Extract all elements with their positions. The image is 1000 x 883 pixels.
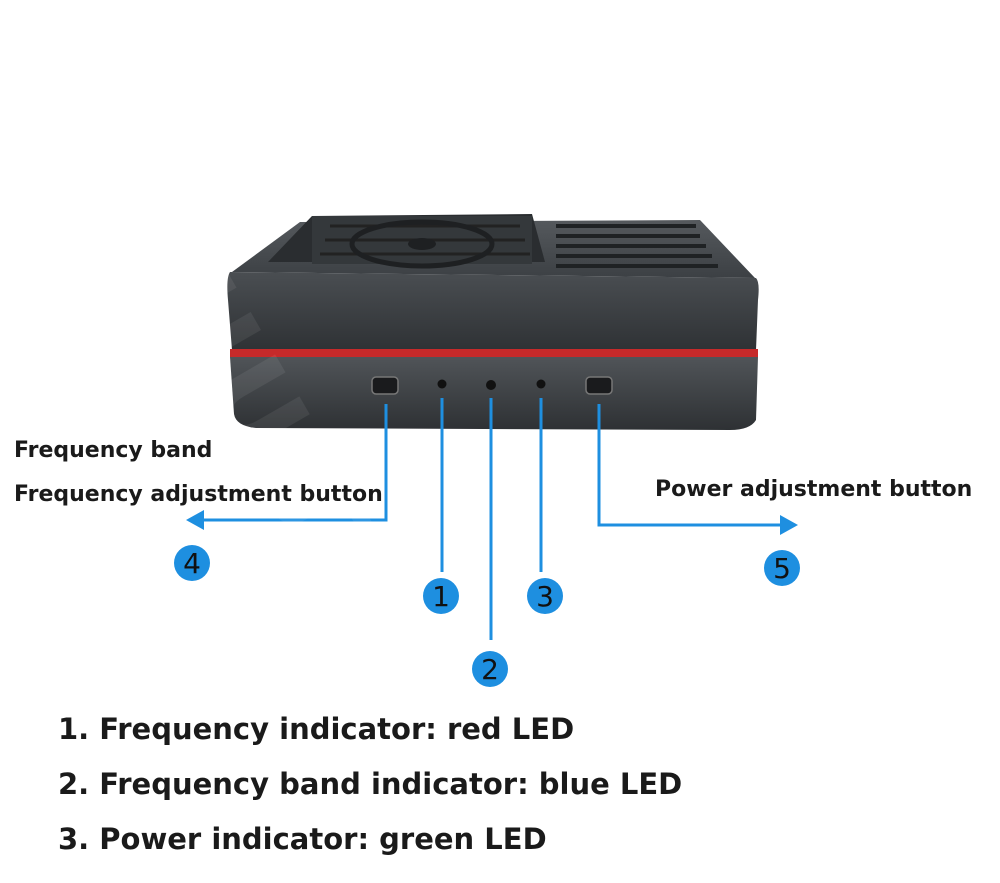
badge-5: 5: [764, 550, 800, 586]
fan-grille: [268, 214, 545, 269]
arrow-head-4: [186, 510, 204, 530]
badge-1: 1: [423, 578, 459, 614]
led-2: [486, 380, 496, 390]
case-upper-front: [227, 272, 759, 350]
red-stripe: [230, 349, 758, 357]
vent-slots: [556, 224, 718, 268]
badge-4: 4: [174, 545, 210, 581]
case-lower-front: [230, 357, 758, 430]
leader-line-4: [196, 404, 388, 522]
badge-3: 3: [527, 578, 563, 614]
arrow-head-5: [780, 515, 798, 535]
label-power-adjustment: Power adjustment button: [655, 477, 973, 502]
label-frequency-adjustment: Frequency adjustment button: [14, 482, 383, 507]
legend-item-2: 2. Frequency band indicator: blue LED: [58, 767, 683, 801]
leader-line-5: [597, 404, 788, 527]
legend-item-1: 1. Frequency indicator: red LED: [58, 712, 575, 746]
badge-2: 2: [472, 651, 508, 687]
label-frequency-band: Frequency band: [14, 438, 213, 463]
led-3: [536, 379, 546, 389]
legend-item-3: 3. Power indicator: green LED: [58, 822, 547, 856]
power-adjust-button: [585, 376, 613, 395]
led-1: [437, 379, 447, 389]
frequency-adjust-button: [371, 376, 399, 395]
